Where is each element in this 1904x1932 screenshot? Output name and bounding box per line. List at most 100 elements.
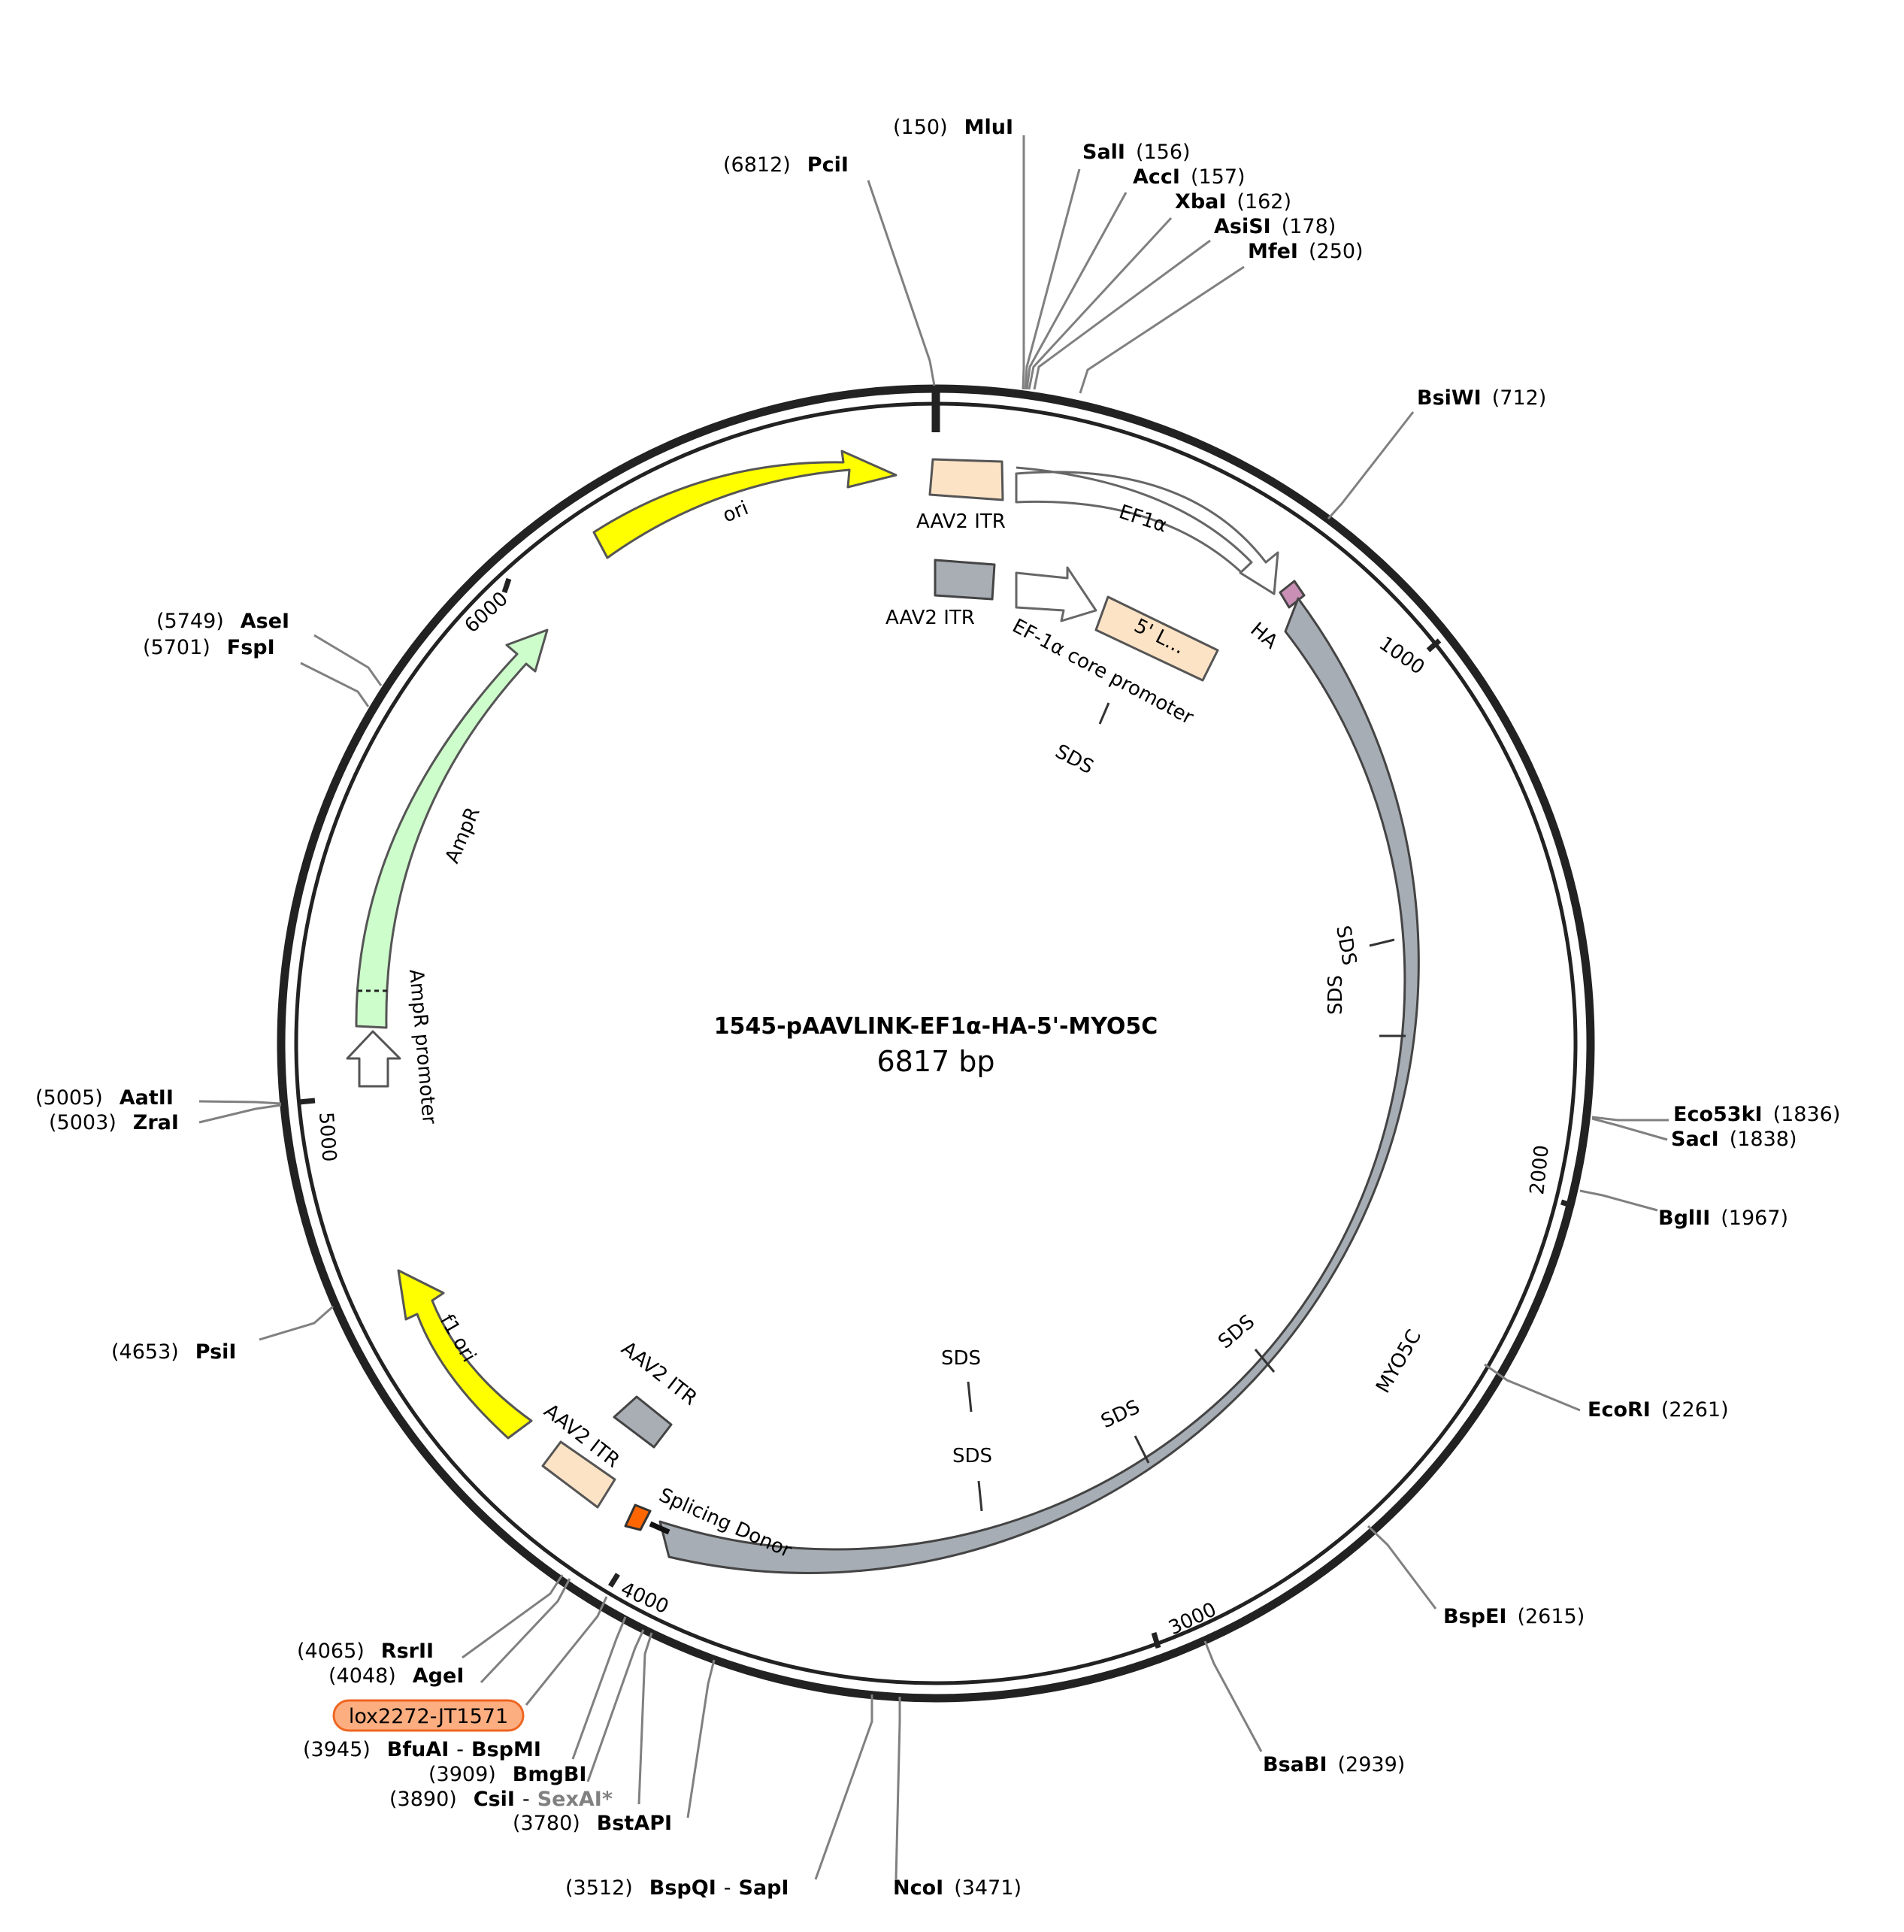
site-saci: SacI(1838) — [1671, 1128, 1797, 1151]
center-title: 1545-pAAVLINK-EF1α-HA-5'-MYO5C 6817 bp — [714, 1013, 1158, 1078]
tick-1000 — [1426, 638, 1442, 653]
feature-aav2-itr-lower-grey — [613, 1395, 673, 1449]
sds-tick-7 — [977, 1480, 983, 1512]
label-ampr-promoter: AmpR promoter — [404, 968, 440, 1125]
label-aav2-itr-inner: AAV2 ITR — [885, 607, 975, 629]
site-bsabi: BsaBI(2939) — [1263, 1753, 1405, 1776]
site-bmgbi: (3909)BmgBI — [428, 1763, 586, 1786]
site-zrai: (5003)ZraI — [49, 1111, 179, 1134]
leader-bspei — [1367, 1525, 1437, 1609]
sds-label-7: SDS — [952, 1445, 992, 1467]
site-psii: (4653)PsiI — [111, 1340, 236, 1364]
backbone-outer-ring — [277, 384, 1595, 1703]
feature-aav2-itr-lower-peach — [541, 1440, 616, 1509]
site-bfuai-bspmi: (3945)BfuAI-BspMI — [303, 1738, 541, 1761]
feature-ef1a — [1015, 466, 1279, 595]
leader-mfei — [1079, 265, 1245, 394]
feature-ef1a-core-promoter — [1015, 566, 1097, 622]
site-asei: (5749)AseI — [156, 610, 289, 633]
sds-tick-5 — [1134, 1435, 1150, 1464]
features — [346, 450, 1420, 1574]
lox-label-text: lox2272-JT1571 — [349, 1705, 508, 1728]
leader-xbai — [1028, 217, 1173, 390]
tick-3000 — [1151, 1631, 1161, 1649]
site-ncoi: NcoI(3471) — [893, 1876, 1022, 1900]
leader-agei — [480, 1578, 571, 1684]
tick-2000 — [1560, 1199, 1575, 1209]
leader-sali — [1024, 168, 1081, 390]
sds-label-3: SDS — [1324, 975, 1347, 1015]
leader-aatii — [198, 1100, 282, 1105]
tick-label-6000: 6000 — [461, 588, 513, 638]
leader-rsrii — [462, 1574, 564, 1659]
leader-eco53ki — [1591, 1116, 1669, 1122]
feature-ampr-promoter — [346, 1030, 401, 1088]
tick-6000 — [501, 577, 512, 594]
site-xbai: XbaI(162) — [1175, 190, 1291, 213]
label-aav2-itr-top: AAV2 ITR — [916, 510, 1006, 533]
feature-aav2-itr-top — [928, 458, 1004, 501]
site-acci: AccI(157) — [1133, 165, 1246, 189]
label-aav2-itr-lower-grey: AAV2 ITR — [617, 1337, 701, 1410]
site-mlui: (150)MluI — [893, 116, 1013, 139]
leader-bstapi — [686, 1659, 716, 1818]
tick-4000 — [608, 1573, 620, 1588]
site-eco53ki: Eco53kI(1836) — [1673, 1103, 1840, 1126]
leader-ncoi — [894, 1697, 901, 1880]
leader-asei — [313, 634, 383, 686]
tick-label-2000: 2000 — [1526, 1144, 1554, 1196]
feature-f1-ori — [397, 1269, 533, 1440]
leader-fspi — [300, 662, 370, 707]
site-rsrii: (4065)RsrII — [297, 1640, 434, 1663]
leader-saci — [1591, 1117, 1668, 1141]
label-ef1a: EF1α — [1116, 501, 1170, 538]
backbone — [277, 384, 1595, 1703]
leader-zrai — [198, 1104, 282, 1124]
site-labels: (6812)PciI (150)MluI SalI(156) AccI(157)… — [35, 116, 1840, 1900]
sds-label-4: SDS — [1214, 1310, 1259, 1353]
lox-label: lox2272-JT1571 — [332, 1699, 525, 1732]
leader-psii — [259, 1305, 334, 1341]
site-bspqi-sapi: (3512)BspQI-SapI — [565, 1876, 789, 1900]
tick-label-5000: 5000 — [314, 1111, 341, 1162]
label-myo5c: MYO5C — [1372, 1326, 1426, 1398]
sds-tick-6 — [967, 1381, 973, 1413]
leader-bmgbi — [586, 1629, 645, 1782]
feature-5-leader — [1094, 595, 1219, 682]
feature-aav2-itr-inner — [934, 559, 996, 601]
leader-bsabi — [1203, 1640, 1263, 1752]
label-ampr: AmpR — [441, 804, 485, 867]
sds-tick-2 — [1369, 938, 1395, 947]
leader-mlui — [1022, 135, 1025, 390]
site-asisi: AsiSI(178) — [1214, 215, 1336, 238]
leader-asisi — [1033, 239, 1211, 390]
leader-acci — [1025, 192, 1128, 390]
site-fspi: (5701)FspI — [143, 636, 275, 659]
sds-tick-1 — [1098, 702, 1110, 725]
plasmid-name: 1545-pAAVLINK-EF1α-HA-5'-MYO5C — [714, 1013, 1158, 1040]
sds-label-2: SDS — [1331, 924, 1361, 967]
sds-marks: SDS SDS SDS SDS SDS SDS SDS — [941, 702, 1406, 1512]
site-csii-sexai: (3890)CsiI-SexAI* — [389, 1788, 613, 1811]
feature-splicing-donor — [624, 1504, 652, 1531]
site-leaders — [198, 135, 1669, 1880]
label-ori: ori — [719, 497, 752, 527]
feature-ampr — [355, 628, 549, 1029]
sds-label-1: SDS — [1052, 740, 1097, 779]
site-pcii: (6812)PciI — [723, 153, 849, 177]
feature-myo5c — [658, 597, 1420, 1574]
splicing-donor-connector — [649, 1521, 670, 1535]
feature-ha — [1279, 580, 1306, 609]
leader-ecori — [1484, 1363, 1581, 1412]
site-agei: (4048)AgeI — [328, 1664, 464, 1688]
sds-tick-4 — [1254, 1349, 1276, 1373]
site-bsiwi: BsiWI(712) — [1417, 386, 1546, 410]
scale-ticks: 1000 2000 3000 4000 5000 6000 — [298, 577, 1575, 1649]
site-bstapi: (3780)BstAPI — [513, 1812, 672, 1835]
site-ecori: EcoRI(2261) — [1588, 1398, 1729, 1422]
leader-lox — [525, 1596, 608, 1706]
label-ha: HA — [1246, 618, 1282, 653]
sds-label-6: SDS — [941, 1347, 981, 1370]
site-bspei: BspEI(2615) — [1443, 1605, 1585, 1628]
